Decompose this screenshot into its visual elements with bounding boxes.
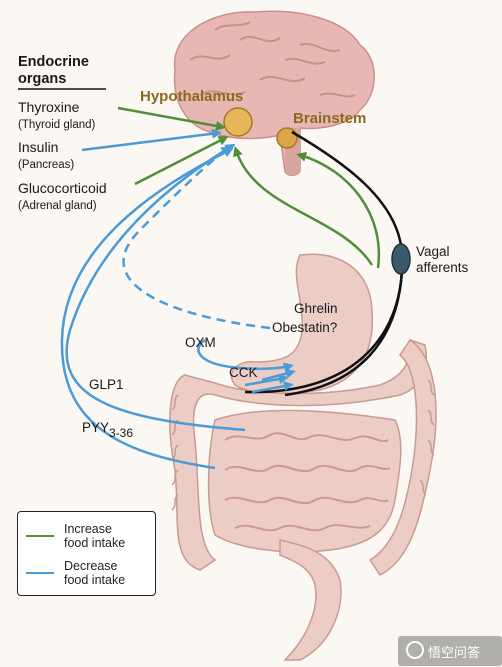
- hypothalamus-label: Hypothalamus: [140, 88, 243, 105]
- pyy-arrow: [60, 148, 234, 470]
- gut: [169, 253, 437, 661]
- vagal-ganglion: [391, 243, 411, 275]
- vagal-label-line2: afferents: [416, 260, 469, 275]
- endocrine-title: Endocrine: [18, 54, 89, 70]
- ghrelin-label: Ghrelin: [294, 301, 338, 316]
- vagal-label: Vagal afferents: [416, 244, 469, 275]
- obestatin-label: Obestatin?: [272, 320, 337, 335]
- ghrelin-to-hypothalamus-arrow: [233, 146, 374, 266]
- brainstem-nucleus: [276, 127, 298, 149]
- glucocorticoid-arrow: [134, 136, 229, 186]
- pyy-label: PYY3-36: [82, 420, 133, 440]
- cck-arrows: [244, 368, 296, 394]
- endocrine-title-2: organs: [18, 71, 66, 87]
- legend: Increase food intake Decrease food intak…: [17, 511, 156, 596]
- glucocorticoid-label: Glucocorticoid: [18, 180, 107, 196]
- watermark-text: 悟空问答: [428, 646, 481, 661]
- vagal-afferent-line-2: [284, 269, 404, 397]
- glp1-arrow: [65, 143, 246, 432]
- brainstem-label: Brainstem: [293, 110, 366, 127]
- legend-decrease-swatch: [26, 572, 54, 574]
- pancreas-label: (Pancreas): [18, 159, 74, 171]
- insulin-label: Insulin: [18, 139, 58, 155]
- hypothalamus-nucleus: [223, 107, 253, 137]
- vagal-label-line1: Vagal: [416, 244, 450, 259]
- pyy-subscript: 3-36: [109, 426, 133, 440]
- legend-increase: Increase food intake: [26, 522, 125, 550]
- legend-increase-label: Increase food intake: [64, 522, 126, 550]
- thyroxine-arrow: [117, 106, 226, 131]
- obestatin-arrow: [122, 145, 271, 330]
- ghrelin-to-brainstem-arrow: [296, 151, 381, 269]
- insulin-arrow: [81, 128, 222, 152]
- legend-increase-swatch: [26, 535, 54, 537]
- glp1-label: GLP1: [89, 377, 124, 392]
- oxm-label: OXM: [185, 335, 216, 350]
- adrenal-gland-label: (Adrenal gland): [18, 200, 97, 212]
- cck-label: CCK: [229, 365, 258, 380]
- watermark-logo-icon: [406, 641, 424, 659]
- thyroxine-label: Thyroxine: [18, 99, 80, 115]
- legend-decrease: Decrease food intake: [26, 559, 125, 587]
- oxm-arrow: [197, 338, 294, 373]
- pyy-main: PYY: [82, 420, 109, 435]
- thyroid-gland-label: (Thyroid gland): [18, 119, 96, 131]
- legend-decrease-label: Decrease food intake: [64, 559, 126, 587]
